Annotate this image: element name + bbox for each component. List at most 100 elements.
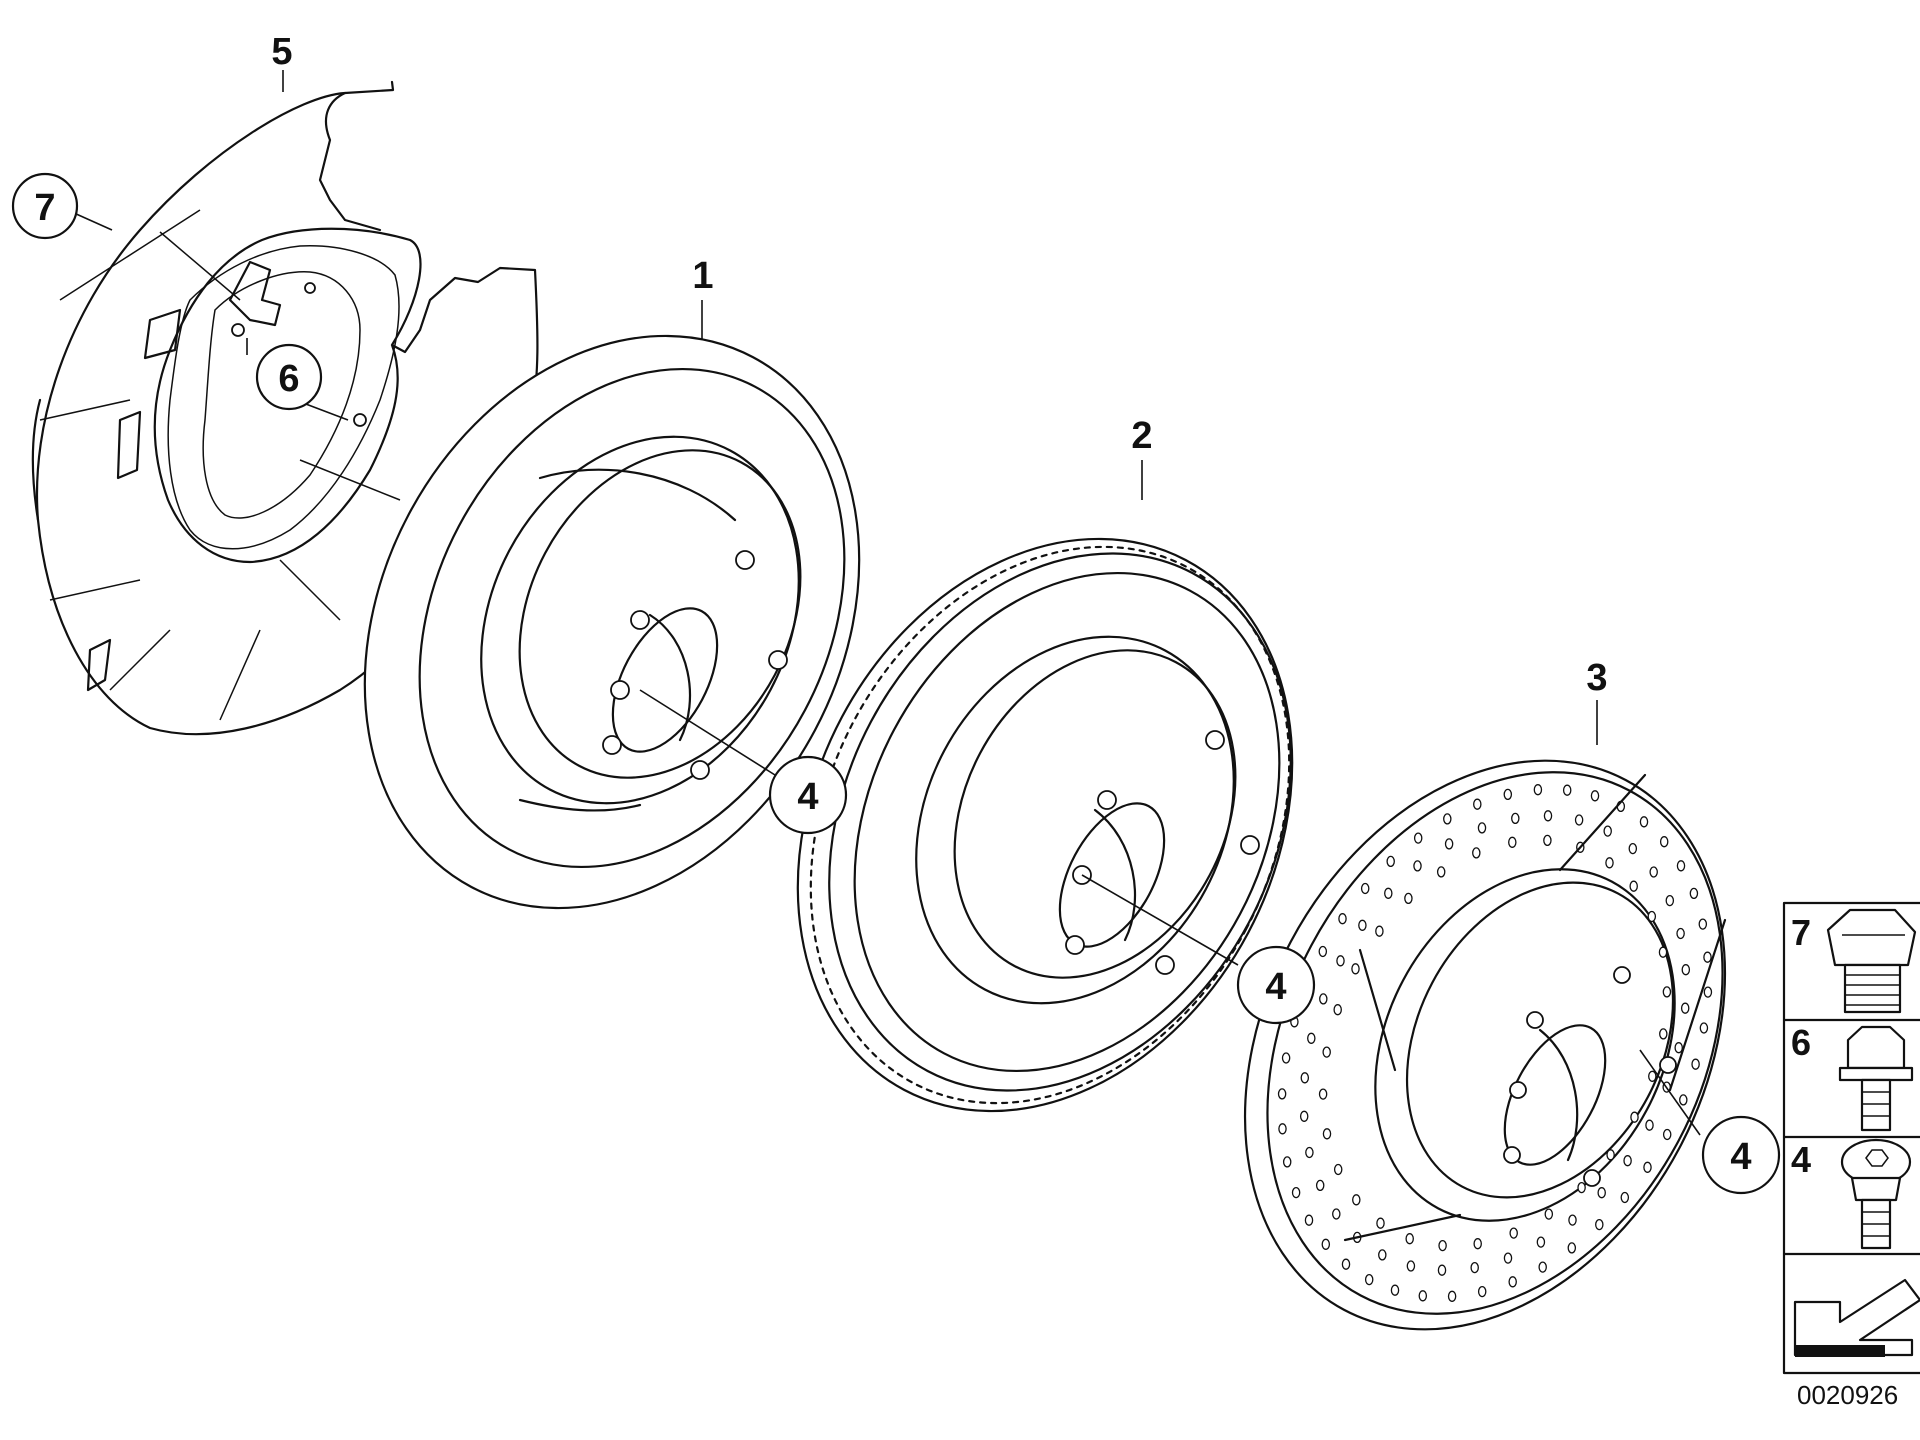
drill-hole bbox=[1436, 866, 1446, 878]
drill-hole bbox=[1318, 945, 1328, 958]
drill-hole bbox=[1341, 1258, 1351, 1270]
drill-hole bbox=[1358, 919, 1367, 931]
drill-hole bbox=[1674, 1042, 1683, 1054]
drill-hole bbox=[1606, 1149, 1615, 1161]
drill-hole bbox=[1577, 1181, 1586, 1194]
fastener-legend: 7 6 4 bbox=[1782, 901, 1920, 1375]
countersunk-bolt-icon bbox=[1840, 1138, 1912, 1250]
brake-disc-part-2 bbox=[796, 537, 1294, 1113]
legend-row-6: 6 bbox=[1791, 1022, 1914, 1132]
drill-hole bbox=[1533, 784, 1543, 796]
drill-hole bbox=[1281, 1052, 1291, 1064]
circle-label-4a: 4 bbox=[797, 776, 818, 818]
flange-bolt-icon bbox=[1838, 1025, 1914, 1132]
drill-hole bbox=[1300, 1072, 1310, 1084]
drill-hole bbox=[1375, 925, 1384, 937]
circle-callout-6: 6 bbox=[255, 343, 323, 411]
legend-label-4: 4 bbox=[1791, 1139, 1811, 1180]
legend-row-7: 7 bbox=[1791, 908, 1917, 1014]
drill-hole bbox=[1322, 1128, 1332, 1140]
hex-bolt-icon bbox=[1826, 908, 1917, 1014]
drill-hole bbox=[1351, 963, 1360, 975]
drill-hole bbox=[1691, 1058, 1700, 1070]
label-part-3: 3 bbox=[1586, 657, 1607, 699]
brake-disc-part-1 bbox=[363, 334, 861, 910]
drill-hole bbox=[1536, 1236, 1546, 1248]
drill-hole bbox=[1645, 1119, 1654, 1131]
drill-hole bbox=[1352, 1194, 1361, 1206]
drill-hole bbox=[1659, 1028, 1668, 1040]
drill-hole bbox=[1647, 910, 1657, 923]
drill-hole bbox=[1562, 784, 1572, 796]
drill-hole bbox=[1503, 1252, 1513, 1264]
drill-hole bbox=[1406, 1260, 1416, 1272]
brake-disc-part-3 bbox=[1243, 759, 1727, 1331]
drill-hole bbox=[1404, 892, 1413, 905]
drill-hole bbox=[1662, 986, 1672, 998]
drill-hole bbox=[1360, 882, 1370, 895]
drill-hole bbox=[1332, 1208, 1341, 1220]
drill-hole bbox=[1630, 1111, 1639, 1123]
drill-hole bbox=[1628, 842, 1638, 855]
drill-hole bbox=[1698, 918, 1708, 930]
drill-hole bbox=[1658, 946, 1668, 958]
legend-label-7: 7 bbox=[1791, 912, 1811, 953]
drill-hole bbox=[1338, 913, 1347, 925]
label-part-5: 5 bbox=[271, 31, 292, 73]
drill-hole bbox=[1597, 1187, 1606, 1199]
drill-hole bbox=[1511, 812, 1520, 825]
drill-hole bbox=[1405, 1233, 1414, 1245]
drill-hole bbox=[1315, 1179, 1325, 1192]
drill-hole bbox=[1307, 1032, 1316, 1044]
drill-hole bbox=[1333, 1004, 1342, 1016]
brake-shield-part-5 bbox=[31, 80, 539, 736]
drill-hole bbox=[1305, 1146, 1314, 1159]
drill-hole bbox=[1603, 825, 1612, 837]
drill-hole bbox=[1623, 1155, 1632, 1167]
drill-hole bbox=[1477, 1285, 1487, 1298]
drill-hole bbox=[1681, 964, 1691, 976]
drill-hole bbox=[1470, 1261, 1479, 1274]
drill-hole bbox=[1574, 814, 1584, 826]
drill-hole bbox=[1477, 822, 1487, 834]
drill-hole bbox=[1277, 1088, 1287, 1100]
drill-hole bbox=[1639, 816, 1649, 828]
drill-hole bbox=[1629, 880, 1638, 892]
drill-hole bbox=[1418, 1290, 1428, 1302]
circle-callout-4c: 4 bbox=[1701, 1115, 1781, 1195]
legend-label-6: 6 bbox=[1791, 1022, 1811, 1063]
drill-hole bbox=[1386, 855, 1395, 868]
drill-hole bbox=[1282, 1156, 1292, 1168]
drill-hole bbox=[1278, 1123, 1287, 1135]
drill-hole bbox=[1322, 1046, 1331, 1058]
drill-hole bbox=[1318, 1088, 1328, 1100]
drill-hole bbox=[1384, 887, 1393, 899]
drill-hole bbox=[1472, 847, 1481, 859]
reference-arrow-icon bbox=[1793, 1278, 1920, 1357]
drill-hole bbox=[1390, 1284, 1400, 1296]
drill-hole bbox=[1643, 1161, 1652, 1173]
drill-hole bbox=[1413, 860, 1422, 872]
circle-label-6: 6 bbox=[278, 358, 299, 400]
drill-hole bbox=[1703, 951, 1712, 963]
drill-hole bbox=[1676, 927, 1685, 940]
circle-callout-7: 7 bbox=[11, 172, 79, 240]
drill-hole bbox=[1473, 798, 1482, 810]
circle-callout-4a: 4 bbox=[768, 755, 848, 835]
drill-hole bbox=[1378, 1249, 1387, 1261]
drill-hole bbox=[1376, 1217, 1385, 1229]
label-part-2: 2 bbox=[1131, 415, 1152, 457]
drill-hole bbox=[1703, 986, 1713, 998]
circle-label-4c: 4 bbox=[1730, 1136, 1751, 1178]
drill-hole bbox=[1503, 788, 1513, 801]
drill-hole bbox=[1543, 810, 1553, 822]
drill-hole bbox=[1304, 1214, 1314, 1226]
drill-hole bbox=[1291, 1186, 1301, 1199]
drill-hole bbox=[1649, 866, 1658, 878]
leader-lines bbox=[73, 70, 1701, 1136]
drill-hole bbox=[1595, 1218, 1604, 1231]
drill-hole bbox=[1538, 1261, 1547, 1273]
drill-hole bbox=[1605, 857, 1614, 869]
drill-hole bbox=[1699, 1022, 1709, 1034]
